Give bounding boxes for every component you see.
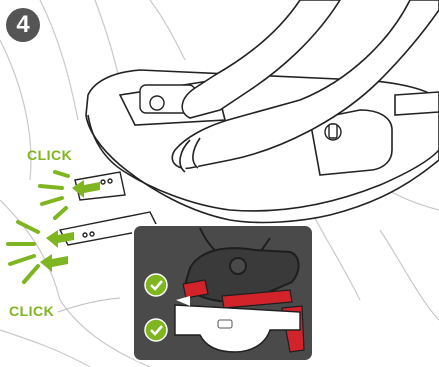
click-label-bottom: CLICK [9, 303, 54, 319]
step-number-badge: 4 [6, 8, 40, 42]
click-label-top: CLICK [27, 147, 72, 163]
indicator-inset [133, 225, 313, 361]
